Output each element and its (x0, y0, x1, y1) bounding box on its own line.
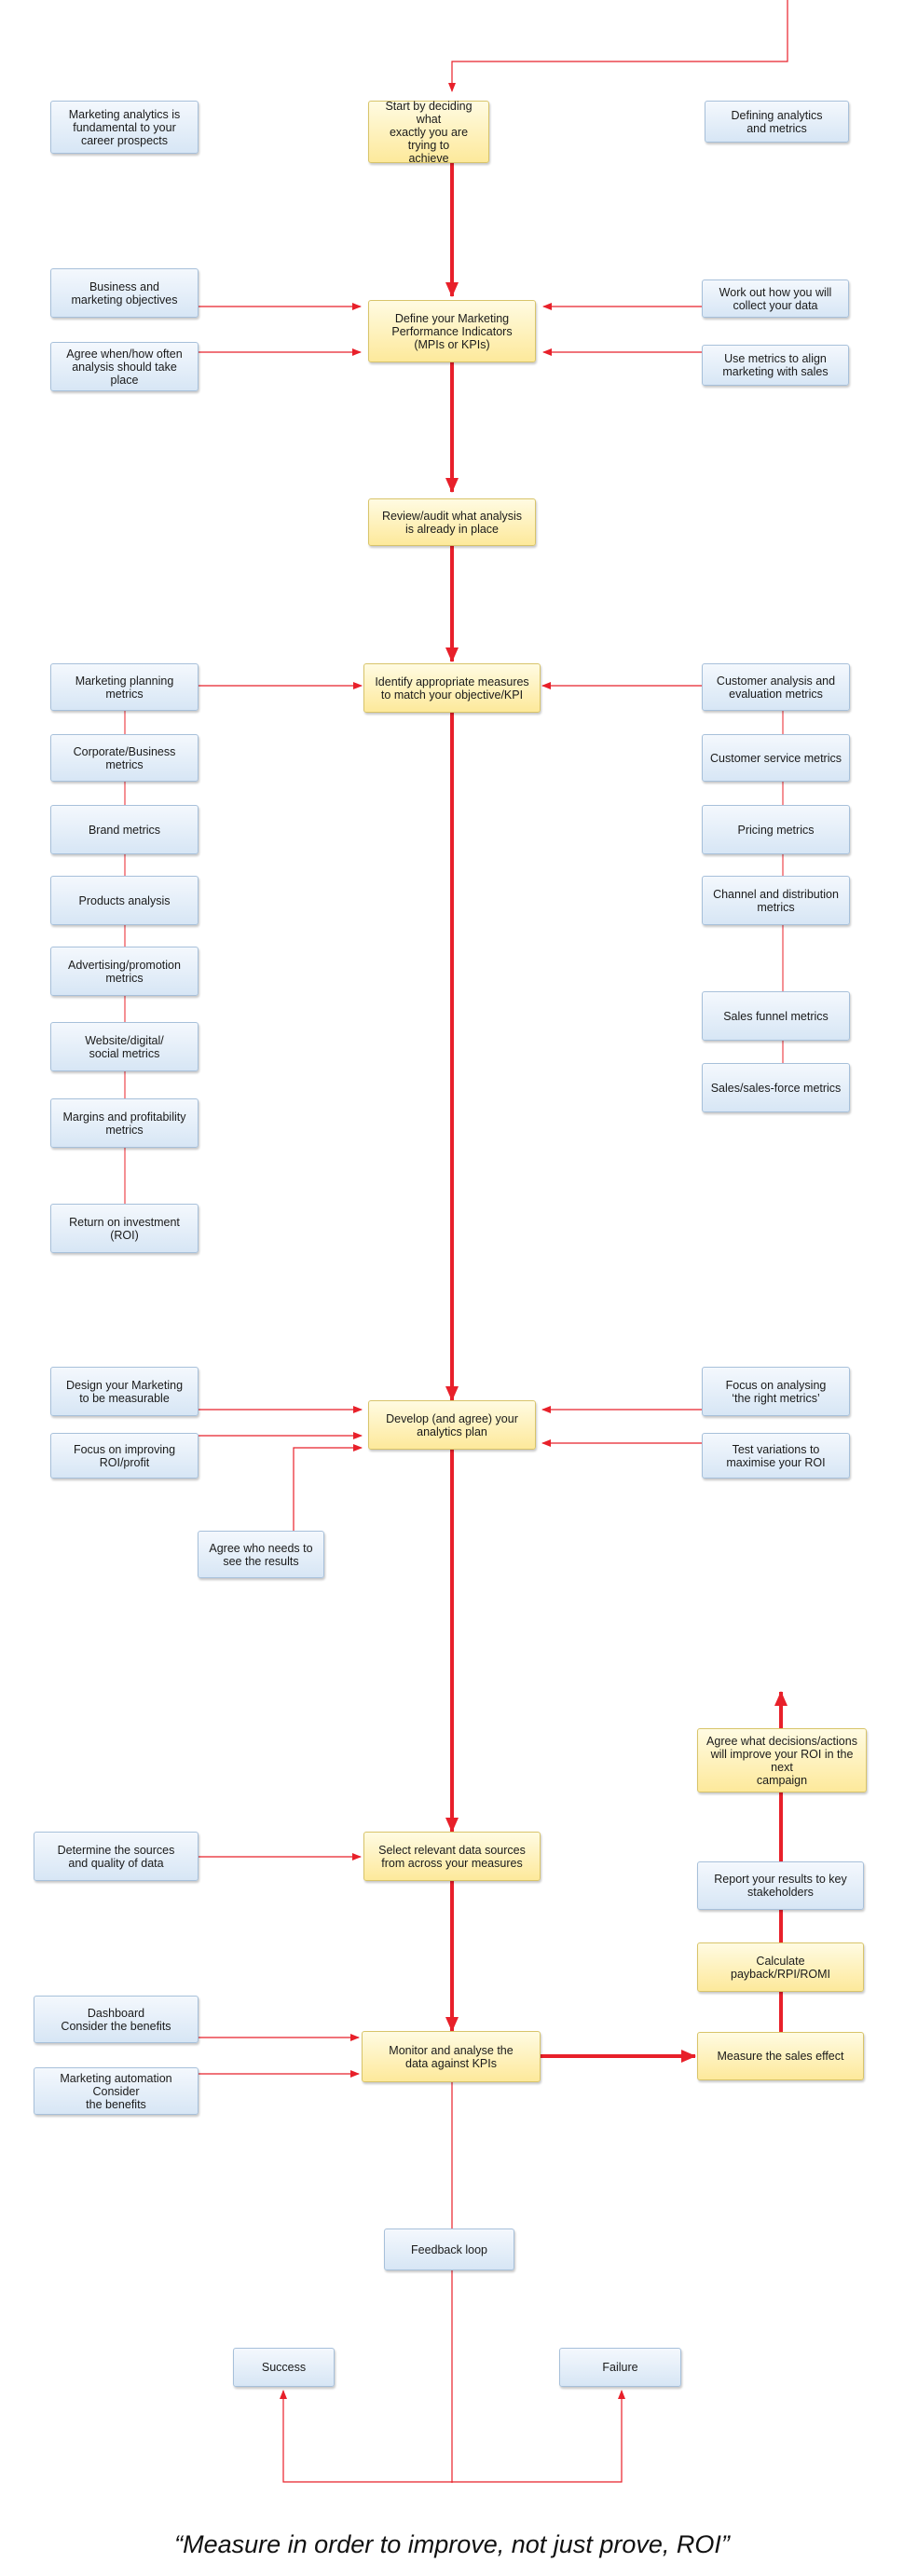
node-customer-analysis: Customer analysis and evaluation metrics (702, 663, 850, 711)
node-failure: Failure (559, 2348, 681, 2387)
node-develop: Develop (and agree) your analytics plan (368, 1400, 536, 1450)
loop-top-line (448, 0, 788, 92)
node-design: Design your Marketing to be measurable (50, 1367, 199, 1416)
node-review: Review/audit what analysis is already in… (368, 498, 536, 546)
node-focus-roi: Focus on improving ROI/profit (50, 1433, 199, 1479)
node-brand: Brand metrics (50, 805, 199, 854)
node-roi: Return on investment (ROI) (50, 1204, 199, 1253)
node-marketing-planning: Marketing planning metrics (50, 663, 199, 711)
node-define-kpi: Define your Marketing Performance Indica… (368, 300, 536, 362)
node-channel: Channel and distribution metrics (702, 876, 850, 925)
node-align: Use metrics to align marketing with sale… (702, 345, 849, 386)
node-automation: Marketing automation Consider the benefi… (34, 2067, 199, 2115)
node-success: Success (233, 2348, 335, 2387)
node-advertising: Advertising/promotion metrics (50, 947, 199, 996)
node-test: Test variations to maximise your ROI (702, 1433, 850, 1479)
node-focus-metrics: Focus on analysing ‘the right metrics’ (702, 1367, 850, 1416)
edge-loop-success (280, 2390, 452, 2483)
node-monitor: Monitor and analyse the data against KPI… (362, 2031, 541, 2082)
node-sales-funnel: Sales funnel metrics (702, 991, 850, 1041)
node-defining: Defining analytics and metrics (705, 101, 849, 143)
node-customer-service: Customer service metrics (702, 734, 850, 782)
edge-loop-failure (452, 2390, 625, 2483)
edge-agreewho-develop (293, 1444, 363, 1531)
node-identify: Identify appropriate measures to match y… (363, 663, 541, 713)
node-pricing: Pricing metrics (702, 805, 850, 854)
node-products: Products analysis (50, 876, 199, 925)
node-calculate: Calculate payback/RPI/ROMI (697, 1942, 864, 1992)
node-select: Select relevant data sources from across… (363, 1832, 541, 1881)
node-dashboard: Dashboard Consider the benefits (34, 1996, 199, 2043)
node-collect: Work out how you will collect your data (702, 279, 849, 318)
node-measure: Measure the sales effect (697, 2032, 864, 2080)
node-feedback: Feedback loop (384, 2228, 514, 2270)
node-corporate: Corporate/Business metrics (50, 734, 199, 782)
node-agree-decisions: Agree what decisions/actions will improv… (697, 1728, 867, 1792)
node-career: Marketing analytics is fundamental to yo… (50, 101, 199, 154)
node-report: Report your results to key stakeholders (697, 1861, 864, 1910)
node-objectives: Business and marketing objectives (50, 268, 199, 318)
node-start: Start by deciding what exactly you are t… (368, 100, 489, 165)
node-agree-who: Agree who needs to see the results (198, 1531, 324, 1578)
node-agree-when: Agree when/how often analysis should tak… (50, 342, 199, 391)
node-website: Website/digital/ social metrics (50, 1022, 199, 1071)
node-sources: Determine the sources and quality of dat… (34, 1832, 199, 1881)
node-sales-force: Sales/sales-force metrics (702, 1063, 850, 1112)
node-margins: Margins and profitability metrics (50, 1098, 199, 1148)
footer-quote: “Measure in order to improve, not just p… (174, 2530, 730, 2558)
